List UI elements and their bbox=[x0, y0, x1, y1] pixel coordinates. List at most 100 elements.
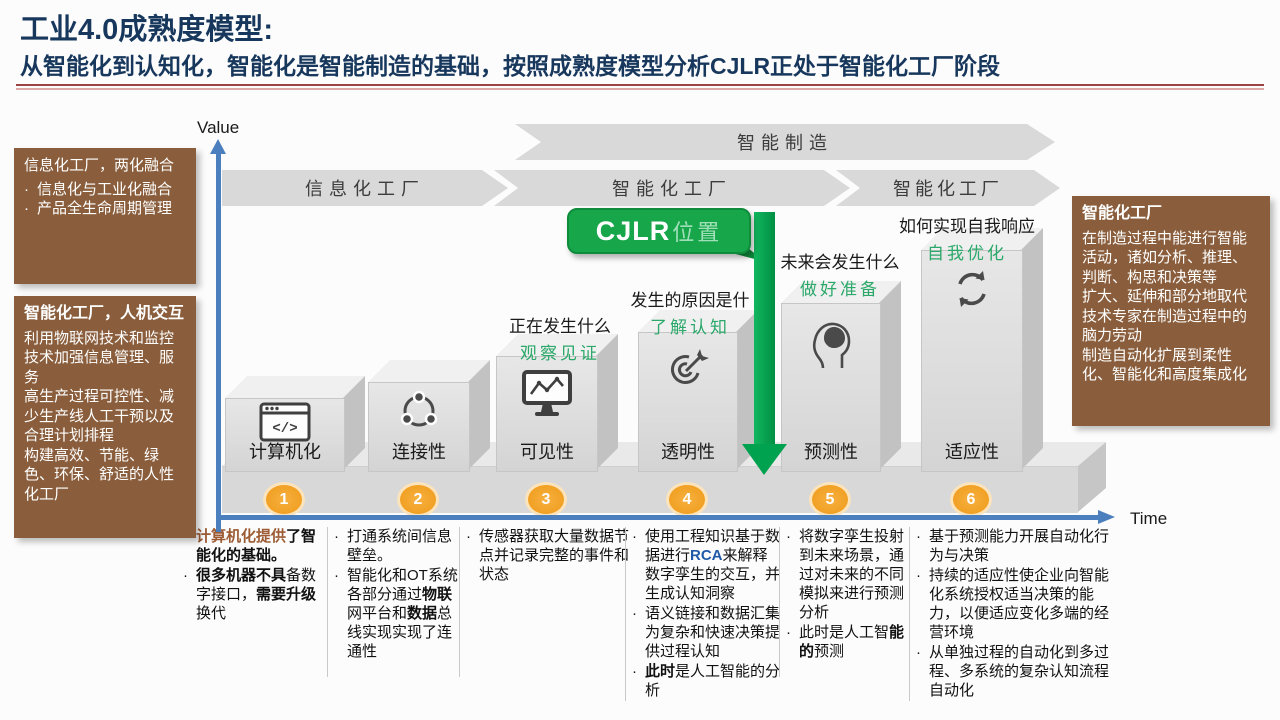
text-segment: 使用工程知识基于数据进行 bbox=[645, 528, 781, 565]
y-axis-label: Value bbox=[197, 118, 240, 137]
stage-cube-top-face bbox=[225, 376, 365, 398]
description-bullet: · 持续的适应性使企业向智能化系统授权适当决策的能力，以便适应变化多端的经营环境 bbox=[916, 566, 1116, 642]
stage-cube-top-face bbox=[368, 360, 490, 382]
annotation-answer: 做好准备 bbox=[800, 280, 880, 299]
stage-cube: </>计算机化 bbox=[225, 398, 345, 472]
header-divider bbox=[16, 84, 1264, 86]
sidebox-paragraph: 在制造过程中能进行智能活动，诸如分析、推理、判断、构思和决策等 bbox=[1082, 229, 1248, 286]
banner-informatization-factory: 信息化工厂 bbox=[222, 170, 508, 206]
stage-description-column: · 将数字孪生投射到未来场景，通过对未来的不同模拟来进行预测分析·此时是人工智能的… bbox=[779, 527, 913, 677]
bullet-text: 打通系统间信息壁垒。 bbox=[347, 527, 462, 565]
y-axis-arrowhead bbox=[210, 139, 226, 154]
description-bullet: ·此时是人工智能的预测 bbox=[786, 623, 913, 661]
text-segment: 此时 bbox=[645, 663, 676, 681]
sidebox-bullet: ·信息化与工业化融合 bbox=[24, 180, 186, 200]
head-brain-icon bbox=[808, 316, 854, 375]
text-segment: 基于预测能力开展自动化行为与决策 bbox=[929, 528, 1110, 565]
stage-cube-top-face bbox=[781, 281, 901, 303]
stage-label: 可见性 bbox=[520, 442, 574, 462]
cjlr-label: CJLR bbox=[595, 215, 671, 246]
svg-text:</>: </> bbox=[272, 421, 297, 437]
banner-intelligent-factory: 智能化工厂 bbox=[494, 170, 850, 206]
bullet-marker: · bbox=[632, 663, 637, 681]
stage-cube-top-face bbox=[921, 228, 1043, 250]
sidebox-title: 信息化工厂，两化融合 bbox=[24, 157, 175, 174]
stage-cube: 透明性 bbox=[638, 332, 738, 472]
sidebox-paragraph: 利用物联网技术和监控技术加强信息管理、服务 bbox=[24, 329, 175, 386]
text-segment: 从单独过程的自动化到多过程、多系统的复杂认知流程自动化 bbox=[929, 644, 1110, 700]
x-axis-arrowhead bbox=[1098, 510, 1115, 524]
code-window-icon: </> bbox=[258, 401, 312, 450]
monitor-chart-icon bbox=[520, 369, 574, 424]
stage-number-badge: 6 bbox=[950, 482, 992, 517]
text-segment: 换代 bbox=[196, 605, 227, 623]
cjlr-label-suffix: 位置 bbox=[672, 220, 723, 245]
text-segment: 持续的适应性使企业向智能化系统授权适当决策的能力，以便适应变化多端的经营环境 bbox=[929, 567, 1110, 642]
y-axis bbox=[216, 152, 221, 532]
text-segment: 需要升级 bbox=[256, 586, 317, 604]
bullet-marker: · bbox=[916, 567, 921, 585]
text-segment: 是人工智能的分析 bbox=[645, 663, 781, 700]
network-icon bbox=[395, 385, 443, 438]
description-bullet: ·打通系统间信息壁垒。 bbox=[334, 527, 462, 565]
stage-cube: 可见性 bbox=[496, 356, 598, 472]
annotation-question: 正在发生什么 bbox=[509, 317, 611, 336]
description-bullet: ·传感器获取大量数据节点并记录完整的事件和状态 bbox=[466, 527, 629, 584]
annotation-answer: 观察见证 bbox=[520, 344, 600, 363]
target-arrow-icon bbox=[662, 345, 714, 398]
text-segment: 能的 bbox=[799, 624, 905, 661]
text-segment: 备数字接口， bbox=[196, 567, 317, 604]
bullet-marker: · bbox=[466, 528, 471, 545]
platform-front-face bbox=[222, 466, 1078, 513]
stage-cube-side-face bbox=[596, 334, 618, 470]
description-bullet: ·语义链接和数据汇集为复杂和快速决策提供过程认知 bbox=[632, 604, 782, 661]
header-divider-light bbox=[16, 88, 1264, 90]
sidebox-title: 智能化工厂，人机交互 bbox=[24, 305, 185, 322]
bullet-text: 基于预测能力开展自动化行为与决策 bbox=[929, 527, 1116, 565]
sidebox-paragraphs: 在制造过程中能进行智能活动，诸如分析、推理、判断、构思和决策等扩大、延伸和部分地… bbox=[1082, 229, 1260, 385]
text-segment: 计算机化提供 bbox=[196, 528, 287, 545]
page-subtitle: 从智能化到认知化，智能化是智能制造的基础，按照成熟度模型分析CJLR正处于智能化… bbox=[20, 53, 1001, 79]
stage-cube: 适应性 bbox=[921, 250, 1023, 472]
text-segment: 物联 bbox=[422, 586, 453, 604]
stage-label: 连接性 bbox=[392, 442, 446, 462]
stage-cube-side-face bbox=[468, 360, 490, 470]
x-axis-label: Time bbox=[1130, 509, 1168, 528]
sidebox-paragraph: 制造自动化扩展到柔性化、智能化和高度集成化 bbox=[1082, 346, 1248, 384]
sidebox-intelligent-factory-hmi: 智能化工厂，人机交互 利用物联网技术和监控技术加强信息管理、服务高生产过程可控性… bbox=[14, 296, 196, 538]
description-bullet: · 此时是人工智能的分析 bbox=[632, 662, 782, 700]
text-segment: 数据 bbox=[407, 605, 438, 623]
bullet-marker: · bbox=[632, 528, 637, 545]
stage-label: 透明性 bbox=[661, 442, 715, 462]
sidebox-bullet: ·产品全生命周期管理 bbox=[24, 199, 186, 219]
description-bullet: · 从单独过程的自动化到多过程、多系统的复杂认知流程自动化 bbox=[916, 643, 1116, 700]
bullet-text: 产品全生命周期管理 bbox=[37, 200, 173, 217]
stage-cube-top-face bbox=[496, 334, 618, 356]
sidebox-informatization-factory: 信息化工厂，两化融合 ·信息化与工业化融合·产品全生命周期管理 bbox=[14, 148, 196, 284]
stage-description-column: · 使用工程知识基于数据进行RCA来解释数字孪生的交互，并生成认知洞察·语义链接和… bbox=[625, 527, 782, 702]
sync-arrows-icon bbox=[946, 263, 998, 320]
text-segment: 很多机器不具 bbox=[196, 567, 287, 585]
stage-cube-side-face bbox=[736, 310, 758, 470]
bullet-text: 很多机器不具备数字接口，需要升级换代 bbox=[196, 566, 323, 623]
bullet-text: 信息化与工业化融合 bbox=[37, 180, 173, 198]
text-segment: 了智能化的基础。 bbox=[196, 528, 317, 565]
bullet-marker: · bbox=[916, 528, 921, 545]
bullet-text: 计算机化提供了智能化的基础。 bbox=[196, 527, 323, 565]
annotation-predictability: 未来会发生什么 做好准备 bbox=[742, 248, 938, 300]
bullet-text: 将数字孪生投射到未来场景，通过对未来的不同模拟来进行预测分析 bbox=[799, 527, 913, 622]
stage-label: 适应性 bbox=[945, 442, 999, 462]
stage-description-column: ·打通系统间信息壁垒。·智能化和OT系统各部分通过物联网平台和数据总线实现实现了… bbox=[327, 527, 462, 677]
description-bullet: · 基于预测能力开展自动化行为与决策 bbox=[916, 527, 1116, 565]
text-segment: 预测 bbox=[814, 643, 845, 661]
annotation-transparency: 发生的原因是什 了解认知 bbox=[592, 286, 788, 338]
bullet-marker: · bbox=[786, 624, 791, 642]
banner-smart-manufacturing: 智能制造 bbox=[515, 124, 1055, 160]
stage-number-badge: 3 bbox=[525, 482, 567, 517]
annotation-answer: 了解认知 bbox=[650, 318, 730, 337]
bullet-text: 使用工程知识基于数据进行RCA来解释数字孪生的交互，并生成认知洞察 bbox=[645, 527, 782, 603]
page-title: 工业4.0成熟度模型: bbox=[20, 14, 273, 46]
stage-label: 预测性 bbox=[804, 442, 858, 462]
bullet-marker: · bbox=[916, 644, 921, 662]
description-bullet: ·计算机化提供了智能化的基础。 bbox=[183, 527, 323, 565]
